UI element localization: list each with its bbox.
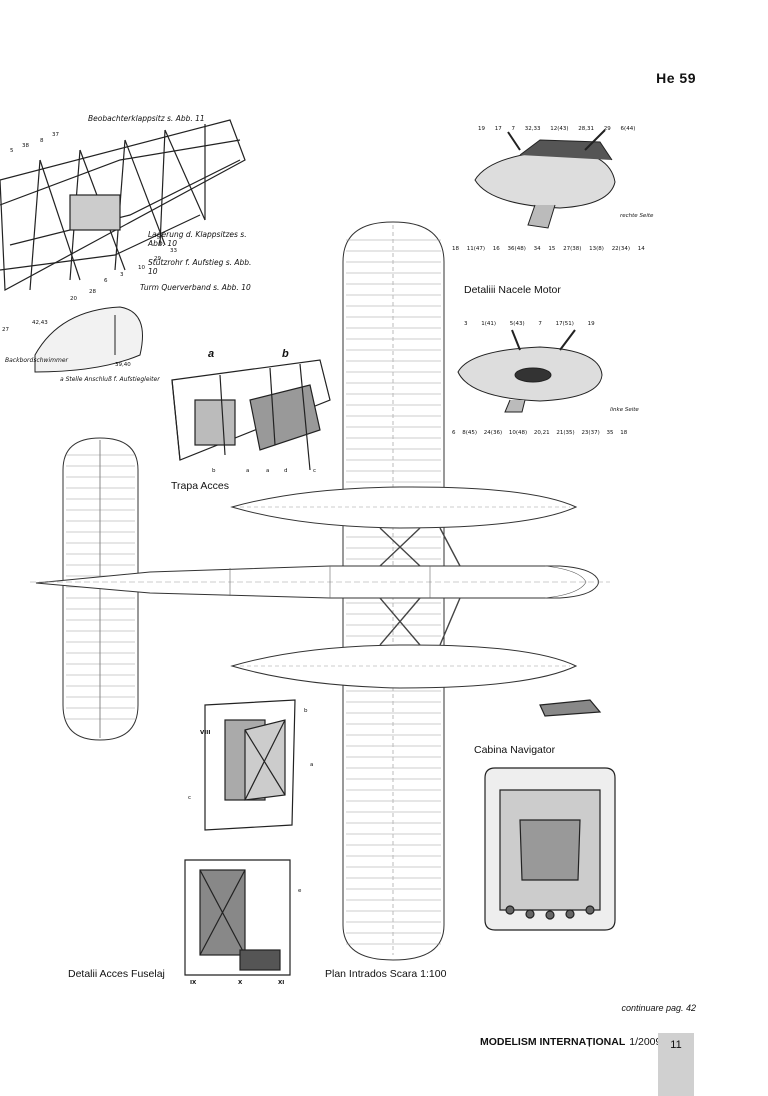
nacelle-number: 14 (637, 246, 645, 252)
fuselage-number: 5 (10, 148, 14, 154)
roman-label: X (238, 980, 243, 986)
nacelle-number: 35 (606, 430, 614, 436)
roman-label: IX (190, 980, 197, 986)
fuselage-number: 42,43 (32, 320, 48, 326)
nacelle-bottom-numbers: 18 11(47) 16 36(48) 34 15 27(38) 13(8) 2… (452, 246, 645, 252)
nacelle-number: 20,21 (533, 430, 550, 436)
nacelle-side-label-left: linke Seite (610, 407, 639, 413)
continuation-note: continuare pag. 42 (621, 1003, 696, 1013)
fuselage-access-drawing-2 (184, 859, 291, 976)
access-letter: c (188, 795, 192, 801)
fuselage-number: 6 (104, 278, 108, 284)
nacelle-number: 19 (587, 321, 595, 327)
nacelle-top-numbers: 19 17 7 32,33 12(43) 28,31 29 6(44) (478, 126, 635, 132)
fuselage-number: 10 (138, 265, 145, 271)
nacelle-number: 1(41) (481, 321, 497, 327)
caption-nav-cabin: Cabina Navigator (474, 744, 556, 756)
nacelle-number: 24(36) (483, 430, 503, 436)
fuselage-number: 3 (120, 272, 124, 278)
nacelle-lower-bottom-numbers: 6 8(45) 24(36) 10(48) 20,21 21(35) 23(37… (452, 430, 627, 436)
nacelle-number: 13(8) (589, 246, 604, 252)
framework-drawing (0, 119, 246, 291)
access-letter: b (304, 708, 308, 714)
nacelle-number: 5(43) (509, 321, 525, 327)
hatch-drawing (171, 359, 331, 471)
fuselage-number: 8 (40, 138, 44, 144)
fuselage-number: 37 (52, 132, 59, 138)
label-lagerung: Lagerung d. Klappsitzes s. Abb. 10 (148, 230, 247, 248)
label-stuetzrohr: Stützrohr f. Aufstieg s. Abb. 10 (148, 258, 252, 276)
hatch-letter: a (208, 348, 215, 360)
access-letter: a (310, 762, 314, 768)
label-backbord: Backbordschwimmer (5, 357, 68, 364)
hatch-letter: b (212, 468, 216, 474)
nacelle-number: 21(35) (556, 430, 575, 436)
fuselage-number: 38 (22, 143, 29, 149)
fuselage-number: 28 (89, 289, 96, 295)
access-letter: e (298, 888, 302, 894)
hatch-letter: d (284, 468, 288, 474)
caption-fuselage-access: Detalii Acces Fuselaj (68, 968, 165, 980)
nacelle-lower-top-numbers: 3 1(41) 5(43) 7 17(51) 19 (464, 321, 595, 327)
fuselage-number: 29 (154, 256, 161, 262)
nacelle-number: 10(48) (508, 430, 528, 436)
nacelle-number: 17(51) (555, 321, 574, 327)
nacelle-number: 11(47) (466, 246, 486, 252)
caption-plan: Plan Intrados Scara 1:100 (325, 968, 447, 980)
float-plans (230, 486, 578, 689)
label-anschluss: a Stelle Anschluß f. Aufstiegleiter (60, 376, 160, 383)
nacelle-drawing-bottom (457, 329, 603, 413)
nav-cabin-drawing (484, 699, 616, 931)
issue-number: 1/2009 (629, 1036, 662, 1048)
nacelle-number: 12(43) (550, 126, 569, 132)
label-beobachter: Beobachterklappsitz s. Abb. 11 (88, 114, 205, 123)
page-number: 11 (670, 1039, 682, 1051)
nacelle-number: 32,33 (524, 126, 541, 132)
nacelle-number: 28,31 (578, 126, 595, 132)
nacelle-number: 18 (452, 246, 459, 252)
fuselage-number: 33 (170, 248, 177, 254)
nacelle-number: 18 (620, 430, 628, 436)
caption-access-hatch: Trapa Acces (171, 480, 229, 492)
nacelle-number: 29 (603, 126, 611, 132)
nacelle-number: 8(45) (462, 430, 478, 436)
fuselage-plan (30, 565, 610, 599)
nacelle-number: 22(34) (611, 246, 630, 252)
fuselage-access-drawing-1 (204, 699, 296, 831)
page-number-box: 11 (658, 1033, 694, 1096)
nacelle-number: 34 (533, 246, 541, 252)
nacelle-number: 6 (452, 430, 456, 436)
nacelle-number: 23(37) (581, 430, 600, 436)
fuselage-number: 27 (2, 327, 9, 333)
nacelle-side-label: rechte Seite (620, 213, 654, 219)
label-turm: Turm Querverband s. Abb. 10 (140, 283, 251, 292)
nacelle-number: 19 (478, 126, 485, 132)
nacelle-number: 27(38) (563, 246, 582, 252)
nacelle-number: 7 (511, 126, 516, 132)
nacelle-number: 17 (494, 126, 502, 132)
caption-nacelle: Detaliii Nacele Motor (464, 284, 561, 296)
nacelle-number: 6(44) (620, 126, 636, 132)
nacelle-number: 15 (548, 246, 556, 252)
hatch-letter: c (313, 468, 317, 474)
nacelle-number: 7 (538, 321, 542, 327)
brand-name: MODELISM INTERNAȚIONAL (480, 1036, 626, 1048)
hatch-letter: b (282, 348, 289, 360)
hatch-letter: a (266, 468, 270, 474)
float-detail-drawing (34, 306, 143, 373)
roman-label: XI (278, 980, 285, 986)
nacelle-drawing-top (474, 129, 616, 229)
fuselage-number: 20 (70, 296, 77, 302)
hatch-letter: a (246, 468, 250, 474)
nacelle-number: 3 (464, 321, 468, 327)
fuselage-number: 39,40 (115, 362, 131, 368)
page-label: He 59 (656, 70, 696, 86)
nacelle-number: 16 (492, 246, 500, 252)
nacelle-number: 36(48) (507, 246, 526, 252)
roman-label: VIII (200, 730, 211, 736)
